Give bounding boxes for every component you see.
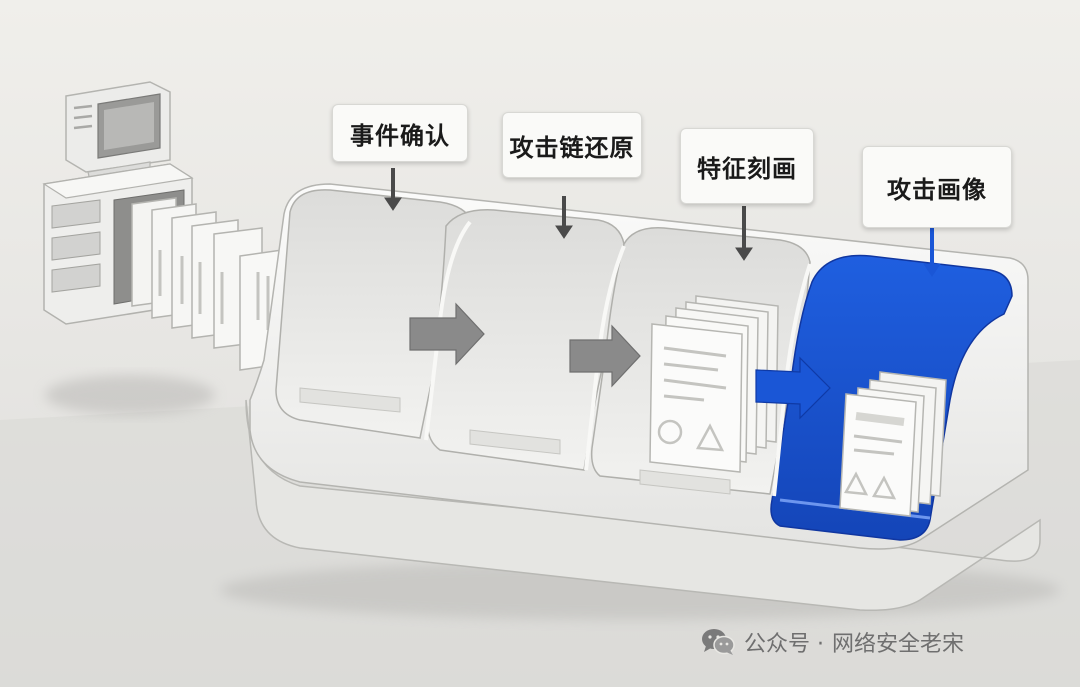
- document-stack-3-marks: [657, 346, 727, 452]
- watermark-account-name: 网络安全老宋: [832, 632, 965, 657]
- flow-arrow-3: [755, 356, 831, 420]
- flow-arrow-2: [569, 324, 641, 388]
- watermark: 公众号 · 网络安全老宋: [700, 626, 964, 658]
- stage-label-2: 攻击链还原: [502, 112, 642, 178]
- label-pointer-1: [384, 168, 402, 211]
- wechat-icon: [702, 629, 735, 655]
- label-pointer-4: [923, 228, 941, 277]
- flow-arrow-1: [409, 302, 485, 366]
- server-shadow: [45, 375, 215, 415]
- stage-label-4: 攻击画像: [862, 146, 1012, 228]
- stage-label-1: 事件确认: [332, 104, 468, 162]
- label-pointer-2: [555, 196, 573, 239]
- tray: [245, 183, 1041, 612]
- stage-label-3: 特征刻画: [680, 128, 814, 204]
- document-stack-4-marks: [843, 412, 905, 500]
- label-pointer-3: [735, 206, 753, 261]
- watermark-prefix: 公众号 ·: [744, 632, 824, 657]
